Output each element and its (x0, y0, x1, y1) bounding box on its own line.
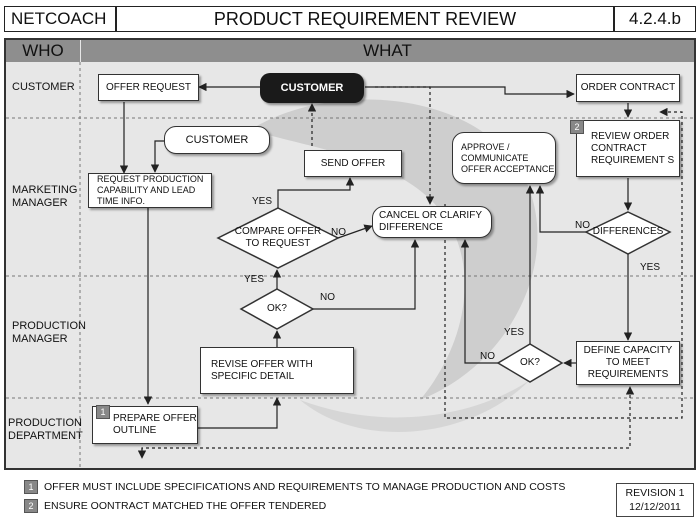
edge-label-okcap-no: NO (480, 351, 495, 362)
column-header-what: WHAT (81, 40, 694, 62)
edge-label-ok-no: NO (320, 292, 335, 303)
node-send-offer: SEND OFFER (304, 150, 402, 177)
header-org: NETCOACH (4, 6, 116, 32)
node-customer-sub: CUSTOMER (164, 126, 270, 154)
column-header-who: WHO (6, 40, 80, 62)
lane-label-production-manager: PRODUCTION MANAGER (12, 320, 86, 345)
edge-label-compare-yes: YES (252, 196, 273, 207)
edge-label-diff-yes: YES (640, 262, 661, 273)
diamond-label-ok-production: OK? (266, 303, 287, 314)
revision-date: 12/12/2011 (629, 501, 681, 513)
node-review-order: REVIEW ORDER CONTRACT REQUIREMENT S (576, 120, 680, 177)
step-marker-review: 2 (570, 120, 584, 134)
lane-label-customer: CUSTOMER (12, 81, 75, 93)
node-approve: APPROVE / COMMUNICATE OFFER ACCEPTANCE (452, 132, 556, 184)
node-order-contract: ORDER CONTRACT (576, 74, 680, 102)
legend-text-1: OFFER MUST INCLUDE SPECIFICATIONS AND RE… (44, 481, 566, 493)
diamond-label-compare-offer: COMPARE OFFER TO REQUEST (234, 226, 322, 249)
node-customer-main: CUSTOMER (260, 73, 364, 103)
lane-label-marketing: MARKETING MANAGER (12, 184, 78, 209)
legend-marker-2: 2 (24, 499, 38, 513)
diamond-label-ok-capacity: OK? (519, 357, 540, 368)
ok-capacity-diamond (496, 343, 564, 383)
document-code: 4.2.4.b (614, 6, 696, 32)
page-title: PRODUCT REQUIREMENT REVIEW (116, 6, 614, 32)
revision-box: REVISION 1 12/12/2011 (616, 483, 694, 517)
edge-label-okcap-yes: YES (504, 327, 525, 338)
revision-label: REVISION 1 (625, 487, 685, 499)
step-marker-prepare: 1 (96, 405, 110, 419)
lane-label-production-department: PRODUCTION DEPARTMENT (8, 417, 83, 442)
node-request-capability: REQUEST PRODUCTION CAPABILITY AND LEAD T… (88, 173, 212, 208)
compare-offer-diamond (216, 207, 340, 269)
ok-production-diamond (239, 288, 315, 330)
node-cancel-clarify: CANCEL OR CLARIFY DIFFERENCE (372, 206, 492, 238)
edge-label-compare-no: NO (331, 227, 346, 238)
diamond-label-differences: DIFFERENCES (592, 226, 664, 237)
node-define-capacity: DEFINE CAPACITY TO MEET REQUIREMENTS (576, 341, 680, 385)
background-swirl-tail (300, 380, 530, 433)
edge-label-diff-no: NO (575, 220, 590, 231)
node-offer-request: OFFER REQUEST (98, 74, 199, 101)
node-revise-offer: REVISE OFFER WITH SPECIFIC DETAIL (200, 347, 354, 394)
legend-text-2: ENSURE OONTRACT MATCHED THE OFFER TENDER… (44, 500, 327, 512)
legend-marker-1: 1 (24, 480, 38, 494)
edge-label-ok-yes: YES (244, 274, 265, 285)
